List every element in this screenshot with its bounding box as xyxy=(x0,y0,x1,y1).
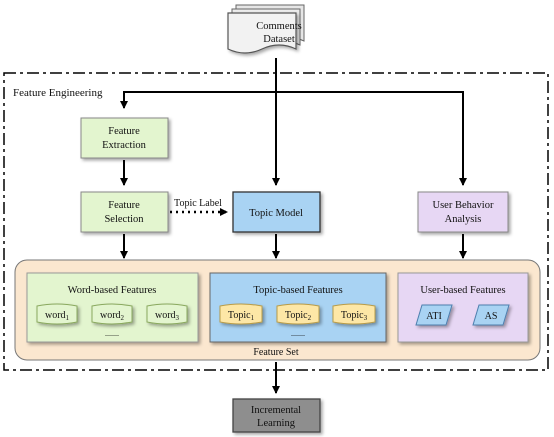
word-chip: word2 xyxy=(91,303,133,325)
user-features-title: User-based Features xyxy=(420,285,505,296)
svg-text:Topic3: Topic3 xyxy=(341,310,368,322)
word-features-title: Word-based Features xyxy=(68,285,157,296)
user-behavior-line1: User Behavior xyxy=(433,200,494,211)
word-chip-base: word xyxy=(155,310,176,321)
user-feature-label: ATI xyxy=(426,311,442,322)
topic-chip-base: Topic xyxy=(285,310,308,321)
word-chip: word3 xyxy=(146,303,188,325)
feature-engineering-title: Feature Engineering xyxy=(13,87,103,99)
topic-label-text: Topic Label xyxy=(174,198,222,209)
topic-features-title: Topic-based Features xyxy=(253,285,342,296)
word-features-ellipsis: ....... xyxy=(105,329,119,338)
word-chip: word1 xyxy=(36,303,78,325)
feature-set-label: Feature Set xyxy=(253,347,298,358)
word-chip-base: word xyxy=(45,310,66,321)
word-chip-subscript: 3 xyxy=(176,314,180,322)
topic-chip-subscript: 3 xyxy=(364,314,368,322)
incremental-learning-line1: Incremental xyxy=(251,405,301,416)
feature-extraction-line2: Extraction xyxy=(102,140,146,151)
user-behavior-node: User Behavior Analysis xyxy=(417,191,509,233)
topic-chip-subscript: 2 xyxy=(308,314,312,322)
topic-chip-base: Topic xyxy=(341,310,364,321)
incremental-learning-node: Incremental Learning xyxy=(232,398,321,433)
svg-text:word3: word3 xyxy=(155,310,180,322)
feature-extraction-line1: Feature xyxy=(108,126,140,137)
topic-chip: Topic1 xyxy=(219,303,263,325)
feature-selection-node: Feature Selection xyxy=(80,191,169,233)
topic-chip-base: Topic xyxy=(228,310,251,321)
svg-text:word2: word2 xyxy=(100,310,125,322)
word-features-group: Word-based Features word1 word2 word3 ..… xyxy=(26,272,199,343)
user-feature-chip-ati: ATI xyxy=(415,304,453,326)
dataset-label-line1: Comments xyxy=(256,21,302,32)
topic-model-node: Topic Model xyxy=(232,191,321,233)
svg-text:Topic1: Topic1 xyxy=(228,310,255,322)
feature-extraction-node: Feature Extraction xyxy=(80,117,169,159)
topic-features-ellipsis: ....... xyxy=(291,329,305,338)
topic-features-group: Topic-based Features Topic1 Topic2 Topic… xyxy=(209,272,387,343)
document-stack-icon xyxy=(227,12,297,54)
word-chip-subscript: 1 xyxy=(66,314,70,322)
topic-chip-subscript: 1 xyxy=(251,314,255,322)
incremental-learning-line2: Learning xyxy=(257,418,296,429)
to-feature-set-arrows xyxy=(120,234,467,259)
feature-selection-line2: Selection xyxy=(104,214,144,225)
feature-selection-line1: Feature xyxy=(108,200,140,211)
word-chip-subscript: 2 xyxy=(121,314,125,322)
topic-chip: Topic2 xyxy=(276,303,320,325)
topic-chip: Topic3 xyxy=(332,303,376,325)
user-behavior-line2: Analysis xyxy=(445,214,482,225)
dataset-label-line2: Dataset xyxy=(263,34,295,45)
svg-text:word1: word1 xyxy=(45,310,70,322)
topic-model-label: Topic Model xyxy=(249,208,303,219)
user-feature-chip-as: AS xyxy=(472,304,510,326)
svg-text:Topic2: Topic2 xyxy=(285,310,312,322)
user-feature-label: AS xyxy=(485,311,498,322)
dataset-connectors xyxy=(120,58,467,186)
word-chip-base: word xyxy=(100,310,121,321)
comments-dataset-node: Comments Dataset xyxy=(227,4,305,54)
user-features-group: User-based Features ATI AS xyxy=(397,272,529,343)
